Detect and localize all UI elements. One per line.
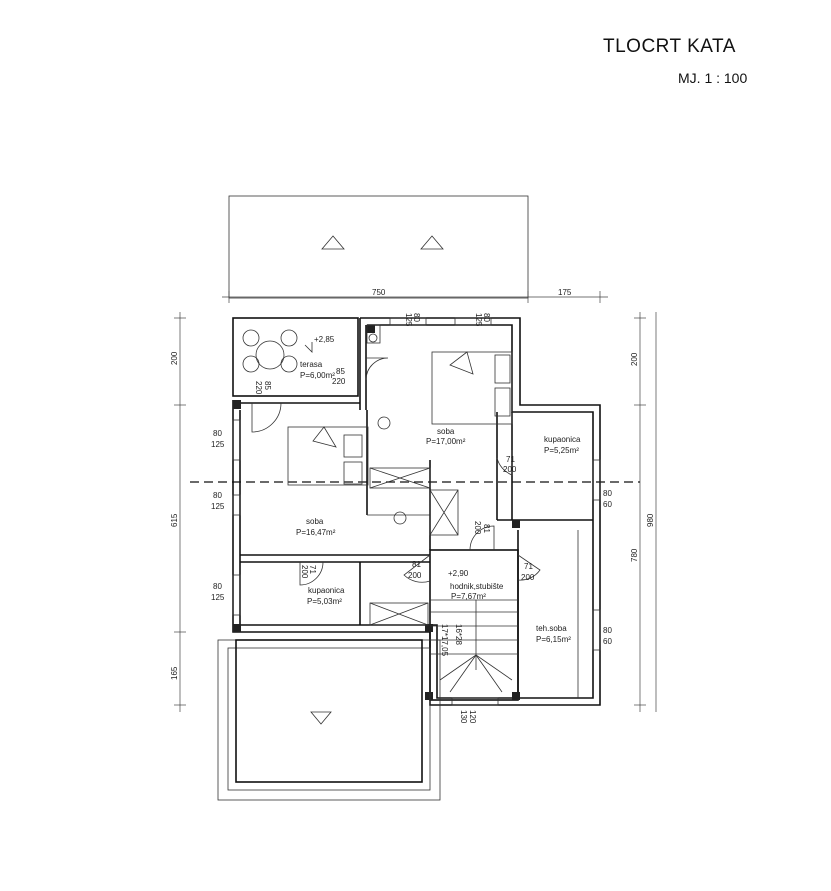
room-area-teh-soba: P=6,15m² [536,635,571,644]
dimension-label: 80 [213,491,222,500]
windows [232,317,601,706]
dim-right-780: 780 [630,548,639,562]
dimension-label: 60 [603,500,612,509]
dimension-label: 80 [412,313,421,322]
dimension-label: 71 [308,565,317,574]
room-name-teh-soba: teh.soba [536,624,567,633]
lower-terrace [217,639,441,801]
dimension-label: 80 [603,626,612,635]
level-hall: +2,90 [448,569,469,578]
dimension-label: 125 [211,440,225,449]
walls [232,317,601,706]
dimension-label: 200 [408,571,422,580]
doors [251,357,541,586]
dimension-label: 200 [521,573,535,582]
dim-left-165: 165 [170,666,179,680]
room-name-terasa: terasa [300,360,323,369]
dimension-label: 130 [459,710,468,724]
dim-left-615: 615 [170,513,179,527]
dimension-label: 71 [524,562,533,571]
dimension-label: 60 [603,637,612,646]
dimension-label: 125 [211,502,225,511]
dimension-label: 80 [213,582,222,591]
dimension-label: 120 [468,710,477,724]
dimension-label: 85 [336,367,345,376]
columns [233,325,520,700]
dimension-label: 200 [503,465,517,474]
room-name-kupaonica-2: kupaonica [308,586,345,595]
dimension-label: 125 [404,313,413,327]
level-mark-icon [304,342,313,353]
dimension-lines [174,291,657,712]
room-area-hodnik: P=7,67m² [451,592,486,601]
dim-right-200: 200 [630,352,639,366]
room-name-kupaonica-1: kupaonica [544,435,581,444]
dim-top-175: 175 [558,288,572,297]
dimension-label: 125 [474,313,483,327]
dimension-label: 200 [300,565,309,579]
room-area-soba-2: P=16,47m² [296,528,336,537]
dimension-label: 81 [482,524,491,533]
furniture [242,324,579,698]
room-name-hodnik: hodnik,stubište [450,582,504,591]
opening-dimensions: 125 80 125 80 80 125 80 125 80 125 80 60… [211,313,612,724]
dimension-label: 220 [332,377,346,386]
drawing-scale: MJ. 1 : 100 [678,70,748,86]
dimension-label: 200 [473,521,482,535]
upper-roof-outline [228,195,529,299]
room-area-kupaonica-2: P=5,03m² [307,597,342,606]
room-labels: terasa P=6,00m² soba P=17,00m² kupaonica… [296,360,581,644]
room-name-soba-1: soba [437,427,455,436]
dim-top-750: 750 [372,288,386,297]
dim-right-980: 980 [646,513,655,527]
dimension-label: 85 [263,381,272,390]
dimension-label: 125 [211,593,225,602]
dimension-label: 80 [482,313,491,322]
staircase [430,600,518,693]
dimension-label: 80 [603,489,612,498]
dimension-label: 17*17,05 [440,624,449,657]
dimension-label: 71 [506,455,515,464]
dim-left-200: 200 [170,351,179,365]
dimension-label: 81 [412,560,421,569]
dimension-label: 80 [213,429,222,438]
dimension-label: 16*28 [454,624,463,645]
room-area-terasa: P=6,00m² [300,371,335,380]
room-area-soba-1: P=17,00m² [426,437,466,446]
level-terrace: +2,85 [314,335,335,344]
drawing-title: TLOCRT KATA [603,36,736,57]
dimension-label: 220 [254,381,263,395]
room-area-kupaonica-1: P=5,25m² [544,446,579,455]
room-name-soba-2: soba [306,517,324,526]
